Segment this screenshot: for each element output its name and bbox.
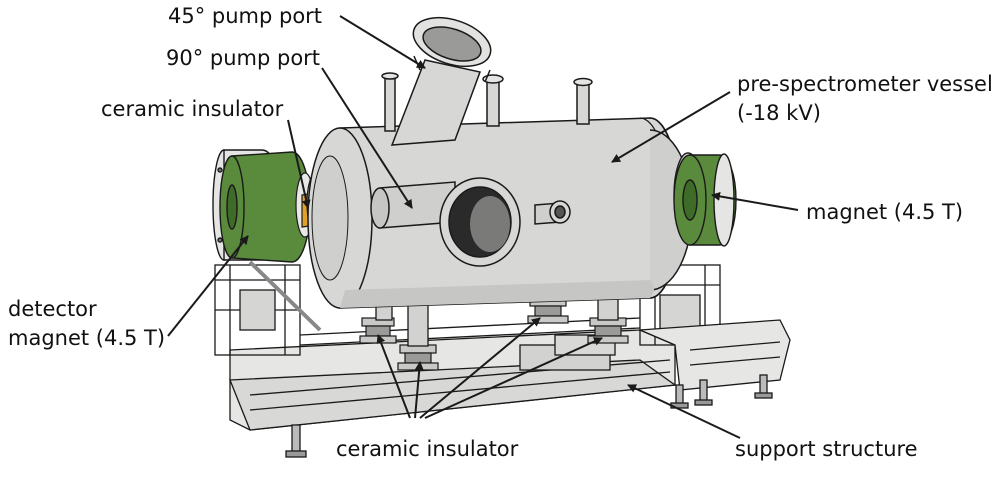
annotation-leaders (167, 15, 799, 439)
leader-ceramic-bottom-4 (424, 337, 603, 419)
label-90-pump-port: 90° pump port (166, 46, 321, 70)
label-detector-line2: magnet (4.5 T) (8, 326, 166, 350)
leader-ceramic-bottom-3 (419, 317, 541, 419)
label-45-pump-port: 45° pump port (168, 4, 323, 28)
label-vessel-line1: pre-spectrometer vessel (737, 72, 993, 96)
leader-right-magnet (711, 191, 799, 211)
leader-90-pump-port (321, 67, 413, 209)
leader-ceramic-bottom-2 (414, 361, 424, 419)
label-vessel-line2: (-18 kV) (737, 101, 821, 125)
label-ceramic-insulator-top: ceramic insulator (101, 97, 284, 121)
leader-ceramic-insulator-top (287, 119, 311, 209)
right-magnet (673, 152, 737, 247)
leader-45-pump-port (339, 15, 426, 69)
label-support-structure: support structure (735, 437, 918, 461)
leader-support-structure (627, 384, 741, 439)
leader-detector-magnet (167, 235, 249, 337)
label-right-magnet: magnet (4.5 T) (806, 200, 964, 224)
leader-ceramic-bottom-1 (376, 334, 411, 419)
pre-spectrometer-vessel (307, 16, 693, 309)
detector-magnet (212, 149, 311, 263)
leader-vessel (611, 91, 731, 163)
label-detector-line1: detector (8, 297, 97, 321)
label-ceramic-insulator-bottom: ceramic insulator (336, 437, 519, 461)
